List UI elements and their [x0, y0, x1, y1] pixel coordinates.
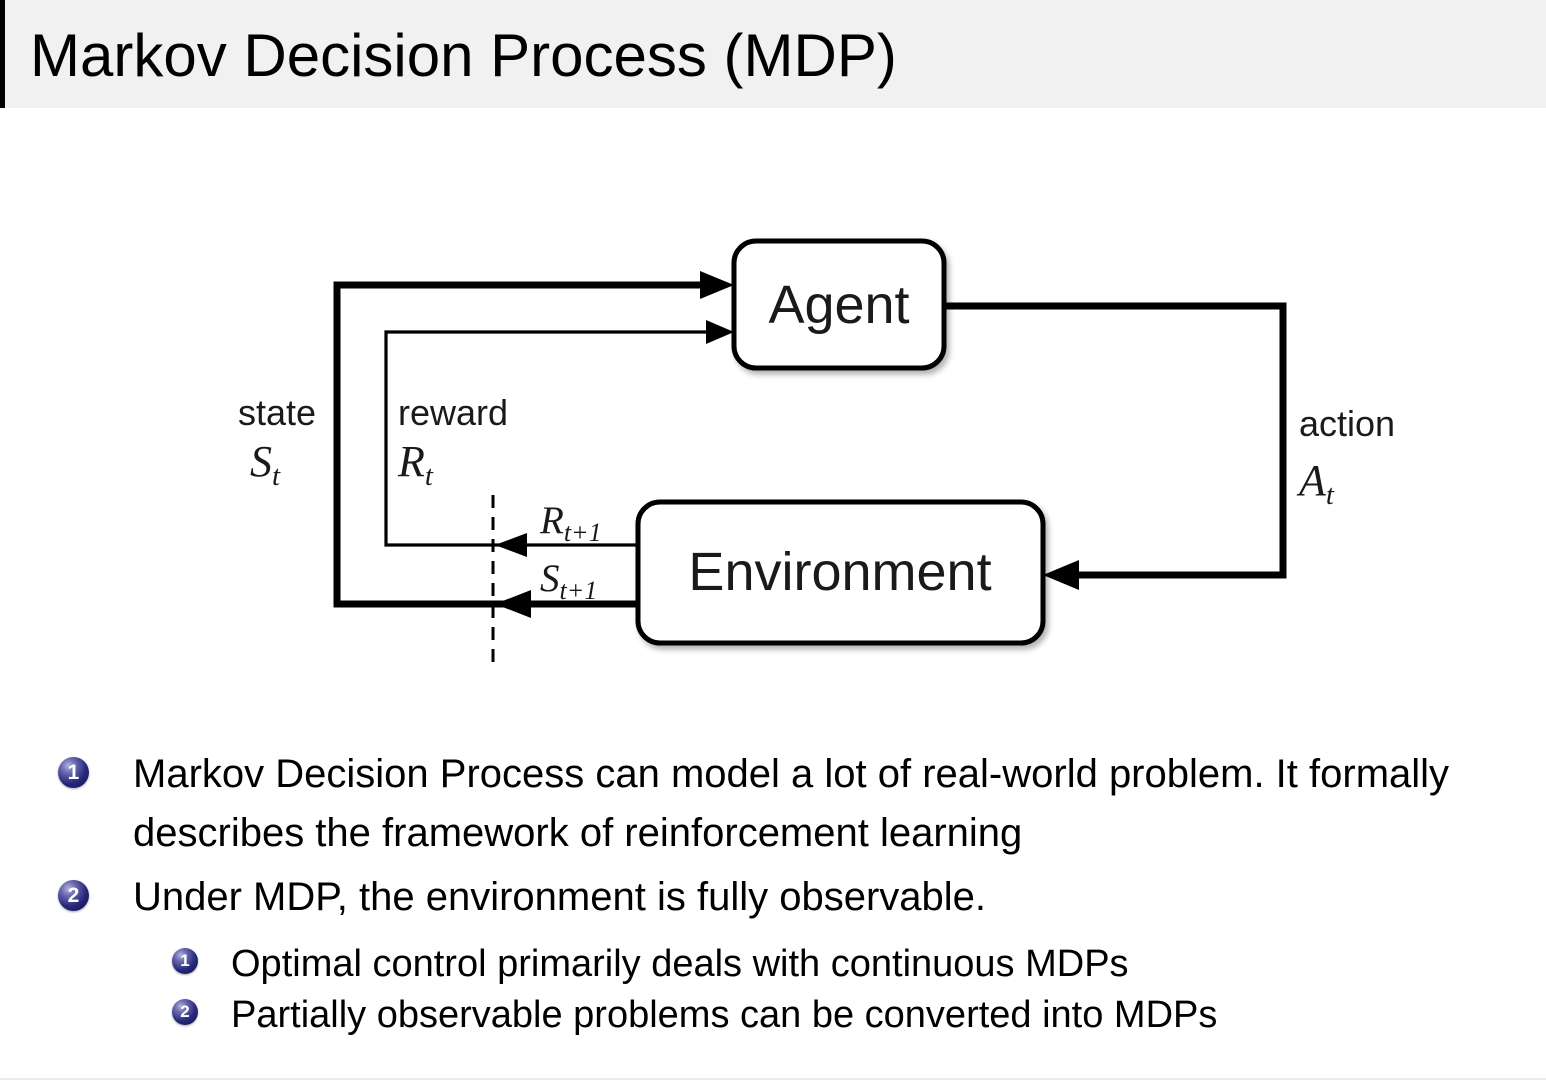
bullet-1-number-badge: 1	[58, 757, 89, 788]
sub-bullet-2-number-badge: 2	[172, 999, 198, 1025]
state-label: state	[238, 392, 316, 433]
bullet-1-text: Markov Decision Process can model a lot …	[133, 752, 1450, 855]
sub-bullet-1-text: Optimal control primarily deals with con…	[231, 943, 1129, 985]
action-symbol: At	[1296, 456, 1335, 511]
title-bar: Markov Decision Process (MDP)	[0, 0, 1546, 108]
state-symbol: St	[250, 437, 281, 492]
agent-box	[731, 238, 947, 371]
arrowhead-next-state-icon	[495, 590, 531, 618]
environment-box	[635, 499, 1046, 646]
page-title: Markov Decision Process (MDP)	[30, 22, 897, 89]
reward-symbol: Rt	[397, 437, 434, 492]
action-loop-line	[944, 302, 1287, 579]
mdp-agent-environment-diagram: Agent Environment state St reward Rt Rt+…	[238, 238, 1395, 665]
agent-box-label: Agent	[768, 275, 909, 335]
sub-bullet-2-text: Partially observable problems can be con…	[231, 994, 1218, 1036]
next-state-symbol: St+1	[540, 557, 597, 605]
arrowhead-action-into-environment-icon	[1043, 560, 1079, 590]
arrowhead-reward-into-agent-icon	[706, 320, 734, 344]
arrowhead-next-reward-icon	[495, 533, 527, 557]
environment-box-label: Environment	[688, 542, 991, 602]
bullet-2-number-badge: 2	[58, 880, 89, 911]
next-reward-symbol: Rt+1	[539, 499, 602, 547]
reward-label: reward	[398, 392, 508, 433]
bottom-hairline	[0, 1078, 1546, 1080]
action-label: action	[1299, 403, 1395, 444]
window-edge-artifact	[0, 0, 5, 108]
bullet-2-text: Under MDP, the environment is fully obse…	[133, 875, 987, 919]
state-loop-line	[333, 281, 704, 608]
arrowhead-state-into-agent-icon	[700, 271, 734, 299]
sub-bullet-1-number-badge: 1	[172, 948, 198, 974]
